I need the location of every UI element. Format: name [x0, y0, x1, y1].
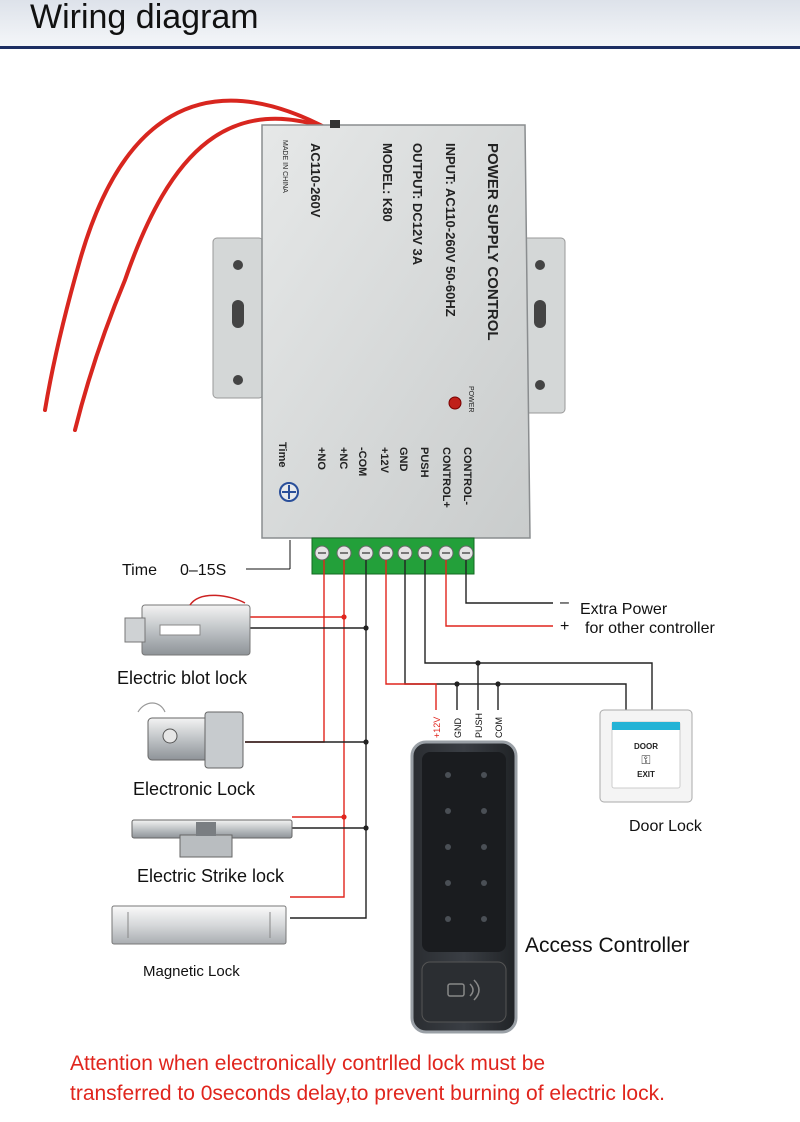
wire-gnd-to-exit [404, 560, 627, 712]
keypad-key [445, 808, 451, 814]
keypad-key [445, 916, 451, 922]
electric-strike-lock-image [131, 819, 293, 858]
mount-slot [534, 300, 546, 328]
wire-junction-dot [495, 681, 501, 687]
rfid-card-icon [447, 983, 465, 997]
keypad-touch-area [422, 752, 506, 952]
wire-junction-dot [454, 681, 460, 687]
page-title: Wiring diagram [30, 0, 259, 36]
wire-junction-dot [341, 814, 347, 820]
label-magnetic-lock: Magnetic Lock [143, 963, 240, 980]
keypad-key [481, 844, 487, 850]
keypad-key [445, 772, 451, 778]
terminal-label: -COM [356, 447, 368, 476]
wire-12v-to-controller [385, 560, 437, 710]
header-bar: Wiring diagram [0, 0, 800, 49]
keypad-key [445, 880, 451, 886]
label-time: Time [122, 562, 157, 579]
psu-input: INPUT: AC110-260V 50-60HZ [443, 143, 458, 317]
label-access-controller: Access Controller [525, 934, 690, 957]
wire-junction-dot [363, 739, 369, 745]
terminal-label: PUSH [418, 447, 430, 478]
wire-no-bus [245, 560, 325, 743]
wire-control-minus [465, 560, 553, 604]
keypad-key [481, 880, 487, 886]
magnetic-lock-image [111, 905, 287, 945]
wire-control-plus [445, 560, 553, 627]
wire-junction-dot [475, 660, 481, 666]
terminal-label: +NC [337, 447, 349, 469]
rfid-wave-icon [469, 979, 480, 1001]
label-extra-power: Extra Power [580, 601, 668, 618]
electronic-lock-plate [204, 711, 244, 769]
wire-com-bus [290, 560, 367, 919]
mount-hole [233, 260, 243, 270]
terminal-block [311, 537, 475, 575]
power-indicator-label: POWER [467, 386, 474, 412]
terminal-label: GND [397, 447, 409, 472]
mount-hole [535, 380, 545, 390]
terminal-label: +12V [378, 447, 390, 474]
controller-wire-label: PUSH [474, 713, 484, 738]
key-icon: ⚿ [641, 753, 650, 767]
access-controller-image [410, 740, 518, 1034]
attention-line-1: Attention when electronically contrlled … [70, 1052, 546, 1075]
ac-input-wires [43, 98, 340, 432]
psu-made-in: MADE IN CHINA [281, 140, 288, 193]
exit-button-text-door: DOOR [634, 742, 658, 751]
psu-output: OUTPUT: DC12V 3A [410, 143, 425, 266]
wire-junction-dot [363, 825, 369, 831]
attention-line-2: transferred to 0seconds delay,to prevent… [70, 1082, 665, 1105]
psu-title: POWER SUPPLY CONTROL [484, 143, 501, 341]
wire-junction-dot [341, 614, 347, 620]
wire-junction-dot [363, 625, 369, 631]
exit-button-image: DOOR ⚿ EXIT [599, 709, 693, 803]
electronic-lock-body [147, 717, 211, 761]
label-electric-bolt-lock: Electric blot lock [117, 668, 248, 688]
electronic-lock-image [137, 702, 244, 769]
magnetic-lock-body [111, 905, 287, 945]
keyhole-icon [162, 728, 178, 744]
bolt-lock-wire [189, 594, 246, 606]
bolt-lock-sticker [159, 624, 201, 636]
label-extra-plus: + [560, 618, 569, 635]
keypad-key [481, 808, 487, 814]
mount-hole [233, 375, 243, 385]
exit-button-stripe [612, 722, 680, 730]
wire-layer [245, 560, 653, 919]
exit-button-text-exit: EXIT [637, 770, 655, 779]
label-electronic-lock: Electronic Lock [133, 779, 256, 799]
label-door-lock: Door Lock [629, 818, 703, 835]
electric-bolt-lock-image [124, 594, 251, 656]
time-knob-label: Time [276, 442, 288, 467]
psu-ac-rating: AC110-260V [308, 143, 323, 218]
wire-push-to-exit [424, 560, 653, 712]
power-supply-case [261, 124, 531, 539]
wire-nc-bus [290, 560, 345, 898]
mount-hole [535, 260, 545, 270]
terminal-label: CONTROL- [461, 447, 473, 505]
label-extra-power-2: for other controller [585, 620, 716, 637]
strike-body [179, 834, 233, 858]
label-electric-strike-lock: Electric Strike lock [137, 866, 285, 886]
electronic-lock-wire [137, 702, 166, 713]
strike-keeper [196, 822, 216, 836]
label-extra-minus: – [560, 594, 569, 611]
keypad-key [481, 916, 487, 922]
power-led-icon [448, 396, 462, 410]
power-supply-unit: POWER SUPPLY CONTROL INPUT: AC110-260V 5… [212, 120, 566, 539]
controller-wire-label: GND [453, 718, 463, 739]
bolt-lock-bolt [124, 617, 146, 643]
controller-wire-label: COM [494, 717, 504, 738]
label-time-range: 0–15S [180, 562, 226, 579]
controller-wire-label: +12V [432, 717, 442, 738]
keypad-key [445, 844, 451, 850]
keypad-key [481, 772, 487, 778]
terminal-label: CONTROL+ [440, 447, 452, 508]
cable-gland [330, 120, 340, 128]
mount-slot [232, 300, 244, 328]
terminal-label: +NO [315, 447, 327, 470]
psu-model: MODEL: K80 [380, 143, 395, 222]
